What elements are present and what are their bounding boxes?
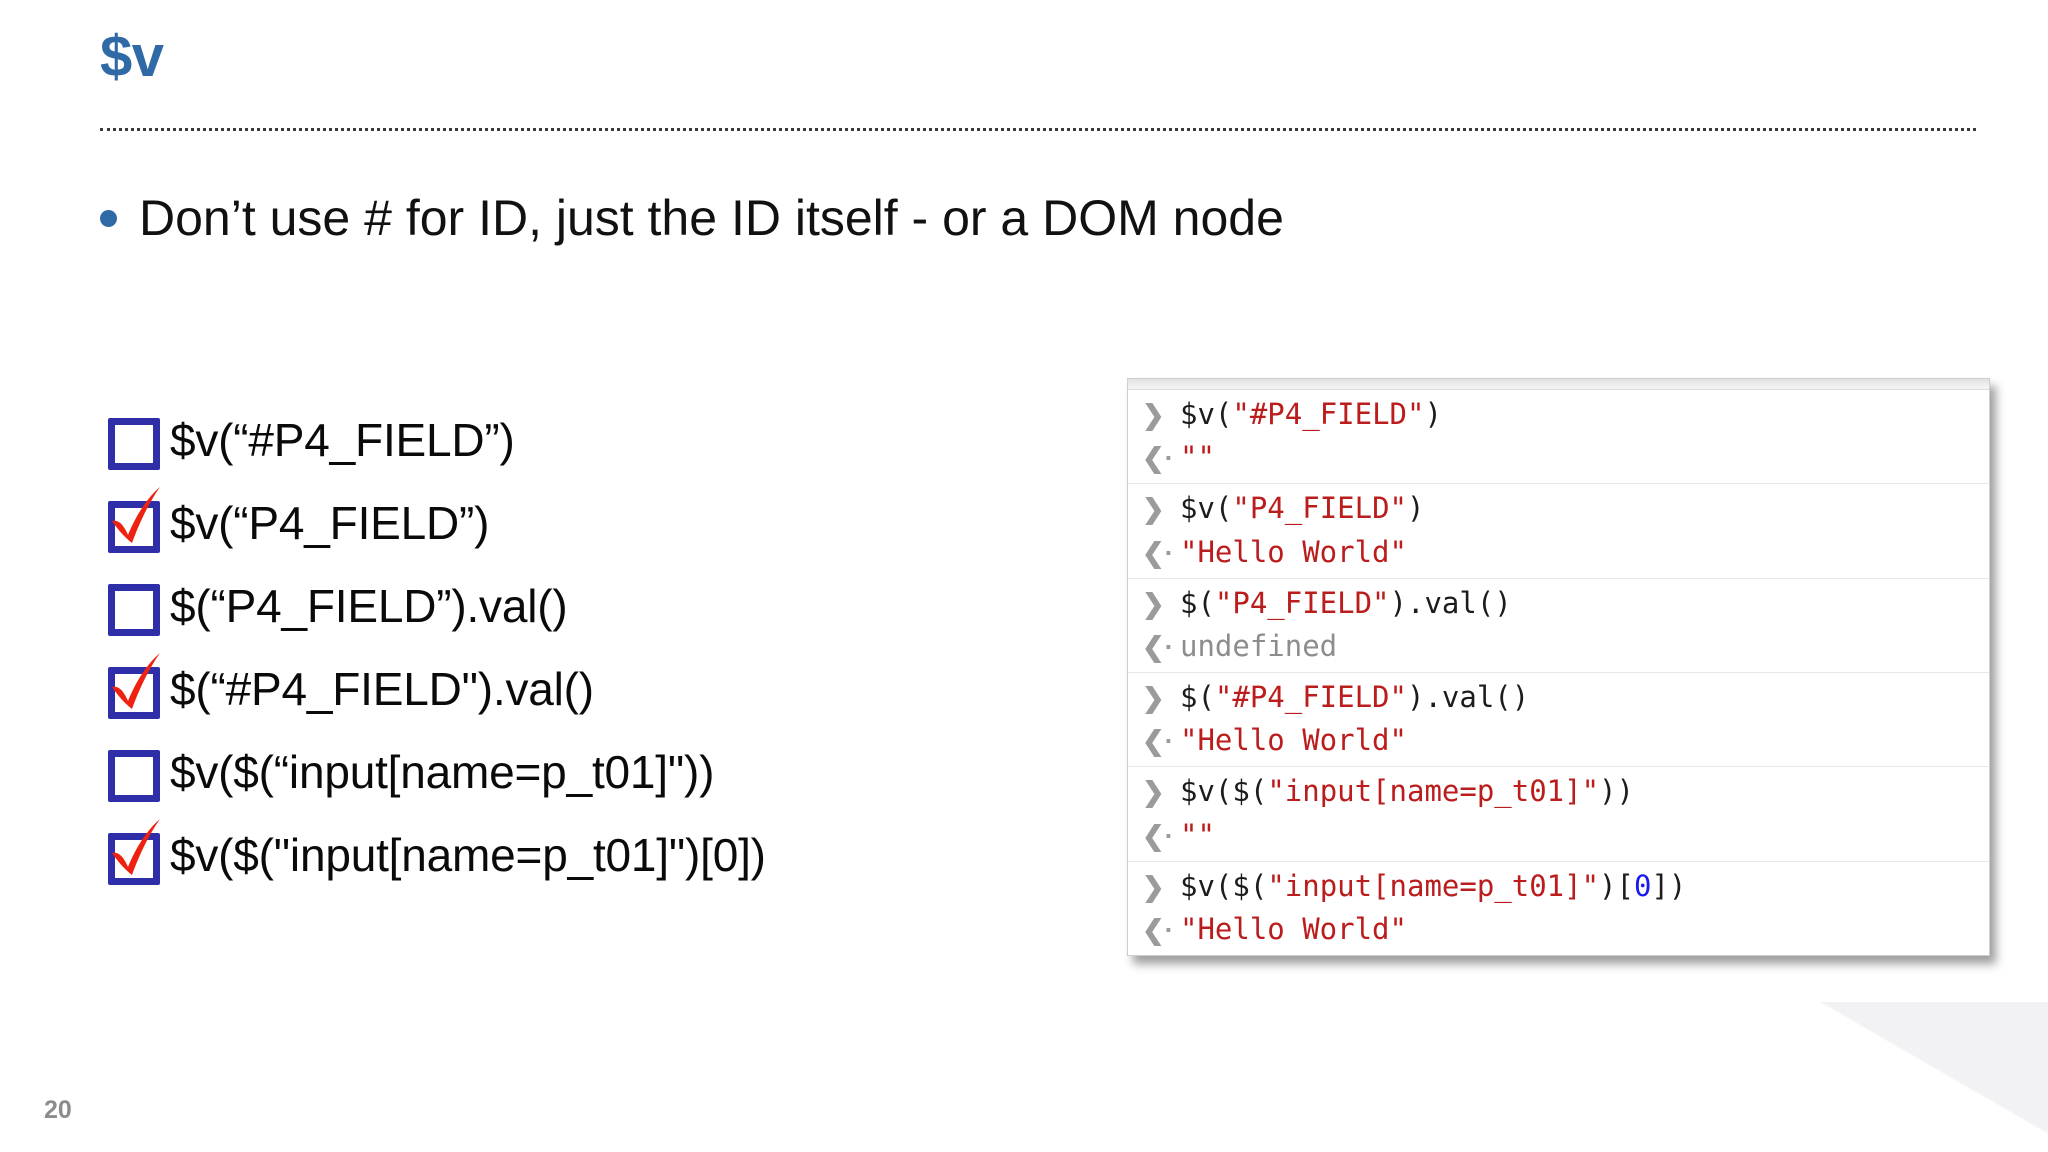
checklist-item-label: $v($("input[name=p_t01]")[0]) <box>170 828 766 881</box>
console-output-arrow-icon <box>1142 817 1180 855</box>
console-output-line: "Hello World" <box>1128 531 1989 574</box>
console-input-code: $v($("input[name=p_t01]")[0]) <box>1180 868 1687 903</box>
console-entry: $("P4_FIELD").val() undefined <box>1128 579 1989 674</box>
checklist-item[interactable]: $v(“#P4_FIELD”) <box>104 398 766 481</box>
console-input-line[interactable]: $("#P4_FIELD").val() <box>1128 676 1989 719</box>
checklist-item[interactable]: $v(“P4_FIELD”) <box>104 481 766 564</box>
console-input-code: $v($("input[name=p_t01]")) <box>1180 774 1634 809</box>
console-output-arrow-icon <box>1142 628 1180 666</box>
console-input-line[interactable]: $v("P4_FIELD") <box>1128 487 1989 530</box>
console-input-code: $("#P4_FIELD").val() <box>1180 680 1530 715</box>
checklist-item[interactable]: $v($(“input[name=p_t01]")) <box>104 730 766 813</box>
console-string-token: "#P4_FIELD" <box>1214 680 1407 715</box>
console-output-arrow-icon <box>1142 722 1180 760</box>
console-number-token: 0 <box>1633 868 1652 903</box>
checklist-item[interactable]: $v($("input[name=p_t01]")[0]) <box>104 813 766 896</box>
console-entry: $v($("input[name=p_t01]")[0]) "Hello Worl… <box>1128 862 1989 955</box>
console-output-line: "" <box>1128 814 1989 857</box>
console-input-line[interactable]: $v($("input[name=p_t01]")) <box>1128 770 1989 813</box>
checkbox-checked-icon[interactable] <box>104 486 160 553</box>
checklist: $v(“#P4_FIELD”) $v(“P4_FIELD”) $(“P4_FIELD… <box>104 398 766 896</box>
console-input-line[interactable]: $("P4_FIELD").val() <box>1128 582 1989 625</box>
console-entry: $("#P4_FIELD").val() "Hello World" <box>1128 673 1989 768</box>
slide-page-number: 20 <box>44 1096 72 1124</box>
console-output-line: "" <box>1128 436 1989 479</box>
console-log-list: $v("#P4_FIELD") "" $v("P4_FIELD") "Hello Wo… <box>1128 390 1989 955</box>
bullet-row: Don’t use # for ID, just the ID itself -… <box>100 192 1284 245</box>
console-output-value: undefined <box>1180 628 1338 663</box>
console-entry: $v("#P4_FIELD") "" <box>1128 390 1989 485</box>
checklist-item-label: $v(“#P4_FIELD”) <box>170 413 515 466</box>
console-output-value: "" <box>1180 440 1215 475</box>
console-output-line: undefined <box>1128 625 1989 668</box>
console-input-arrow-icon <box>1142 868 1180 906</box>
checklist-item[interactable]: $(“#P4_FIELD").val() <box>104 647 766 730</box>
checklist-item-label: $v(“P4_FIELD”) <box>170 496 490 549</box>
console-output-value: "Hello World" <box>1180 723 1407 758</box>
console-string-token: "input[name=p_t01]" <box>1267 774 1600 809</box>
checkbox-checked-icon[interactable] <box>104 652 160 719</box>
console-input-code: $("P4_FIELD").val() <box>1180 585 1512 620</box>
page-title: $v <box>100 24 164 89</box>
checkbox-unchecked-icon[interactable] <box>104 580 160 636</box>
bullet-text: Don’t use # for ID, just the ID itself -… <box>139 190 1284 246</box>
console-input-arrow-icon <box>1142 490 1180 528</box>
console-string-token: "#P4_FIELD" <box>1232 397 1425 431</box>
console-output-line: "Hello World" <box>1128 908 1989 951</box>
console-input-arrow-icon <box>1142 396 1180 434</box>
console-string-token: "P4_FIELD" <box>1232 491 1407 526</box>
checkbox-unchecked-icon[interactable] <box>104 746 160 802</box>
browser-console-panel: $v("#P4_FIELD") "" $v("P4_FIELD") "Hello Wo… <box>1127 378 1990 957</box>
console-input-code: $v("#P4_FIELD") <box>1180 397 1442 431</box>
console-input-line[interactable]: $v($("input[name=p_t01]")[0]) <box>1128 865 1989 908</box>
checklist-item-label: $(“#P4_FIELD").val() <box>170 662 594 715</box>
console-toolbar <box>1128 379 1989 390</box>
console-output-arrow-icon <box>1142 911 1180 949</box>
console-output-value: "" <box>1180 817 1215 852</box>
corner-decoration <box>1818 1002 2048 1152</box>
console-input-arrow-icon <box>1142 773 1180 811</box>
checkbox-unchecked-icon[interactable] <box>104 414 160 470</box>
console-output-value: "Hello World" <box>1180 911 1407 946</box>
checklist-item-label: $(“P4_FIELD”).val() <box>170 579 568 632</box>
title-divider <box>100 128 1976 131</box>
checkbox-checked-icon[interactable] <box>104 818 160 885</box>
console-entry: $v("P4_FIELD") "Hello World" <box>1128 484 1989 579</box>
checklist-item-label: $v($(“input[name=p_t01]")) <box>170 745 715 798</box>
console-input-arrow-icon <box>1142 679 1180 717</box>
console-string-token: "input[name=p_t01]" <box>1267 868 1600 903</box>
console-input-code: $v("P4_FIELD") <box>1180 491 1425 526</box>
console-string-token: "P4_FIELD" <box>1214 585 1390 620</box>
console-output-arrow-icon <box>1142 439 1180 477</box>
checklist-item[interactable]: $(“P4_FIELD”).val() <box>104 564 766 647</box>
console-output-value: "Hello World" <box>1180 534 1407 569</box>
console-input-line[interactable]: $v("#P4_FIELD") <box>1128 393 1989 436</box>
console-output-line: "Hello World" <box>1128 719 1989 762</box>
console-entry: $v($("input[name=p_t01]")) "" <box>1128 767 1989 862</box>
console-output-arrow-icon <box>1142 534 1180 572</box>
console-input-arrow-icon <box>1142 585 1180 623</box>
bullet-dot-icon <box>100 209 117 227</box>
